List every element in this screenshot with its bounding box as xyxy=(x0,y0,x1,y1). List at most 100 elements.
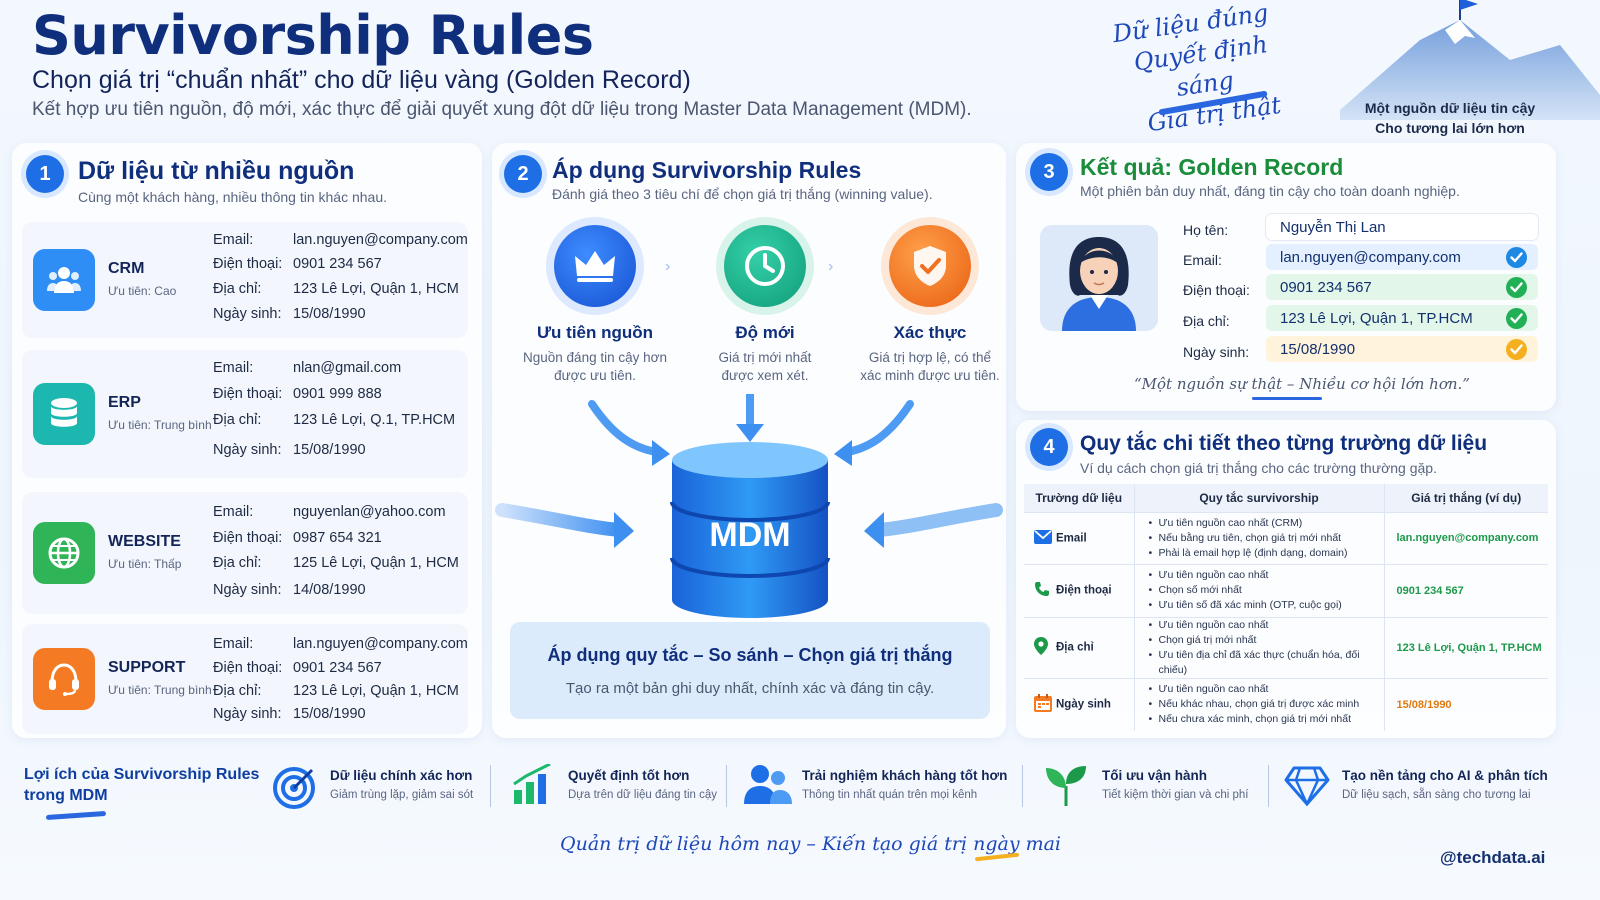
golden-value-text: 15/08/1990 xyxy=(1280,340,1356,358)
field-label: Địa chỉ: xyxy=(213,281,262,297)
field-label: Email: xyxy=(213,504,254,520)
field-value: 15/08/1990 xyxy=(293,442,366,458)
trust-line: Cho tương lai lớn hơn xyxy=(1375,120,1525,136)
page-title: Survivorship Rules xyxy=(32,4,594,67)
rule-text: Ưu tiên nguồn cao nhất (CRM) xyxy=(1149,516,1384,531)
table-cell-field: Email xyxy=(1024,511,1135,564)
table-cell-winner: 123 Lê Lợi, Quận 1, TP.HCM xyxy=(1384,616,1548,678)
handwritten-slogan: Dữ liệu đúng Quyết định sáng Giá trị thậ… xyxy=(1084,0,1309,146)
golden-field-value: lan.nguyen@company.com xyxy=(1266,244,1538,270)
table-cell-rules: Ưu tiên nguồn cao nhấtChọn số mới nhấtƯu… xyxy=(1134,563,1385,617)
source-field-address: Địa chỉ:123 Lê Lợi, Quận 1, HCM xyxy=(213,281,459,297)
source-name: WEBSITE xyxy=(108,533,181,550)
benefit-subtitle: Dữ liệu sạch, sẵn sàng cho tương lai xyxy=(1342,789,1531,801)
table-cell-winner: lan.nguyen@company.com xyxy=(1384,511,1548,564)
field-label: Ngày sinh: xyxy=(213,706,282,722)
section-subtitle: Cùng một khách hàng, nhiều thông tin khá… xyxy=(78,189,387,205)
bar-chart-icon xyxy=(513,764,551,804)
field-label: Email: xyxy=(213,232,254,248)
field-label: Địa chỉ: xyxy=(213,412,262,428)
source-field-phone: Điện thoại:0987 654 321 xyxy=(213,530,382,546)
users-icon xyxy=(33,249,95,311)
golden-field-value: 0901 234 567 xyxy=(1266,274,1538,300)
criterion-title: Xác thực xyxy=(893,323,967,342)
golden-value-text: 123 Lê Lợi, Quận 1, TP.HCM xyxy=(1280,309,1473,327)
benefit-title: Tạo nền tảng cho AI & phân tích xyxy=(1342,768,1548,783)
trust-caption: Một nguồn dữ liệu tin cậy Cho tương lai … xyxy=(1330,98,1570,138)
winner-value: 123 Lê Lợi, Quận 1, TP.HCM xyxy=(1396,641,1542,654)
table-cell-field: Ngày sinh xyxy=(1024,677,1135,731)
table-header: Quy tắc survivorship xyxy=(1134,484,1385,512)
criterion-desc: được xem xét. xyxy=(721,368,809,383)
benefit-subtitle: Thông tin nhất quán trên mọi kênh xyxy=(802,789,978,801)
source-name: CRM xyxy=(108,260,145,277)
field-label: Ngày sinh: xyxy=(213,442,282,458)
field-name: Điện thoại xyxy=(1056,584,1112,597)
golden-field-label: Điện thoại: xyxy=(1183,282,1250,298)
globe-icon xyxy=(33,522,95,584)
rules-list: Ưu tiên nguồn cao nhất (CRM)Nếu bằng ưu … xyxy=(1135,516,1384,561)
location-icon xyxy=(1034,637,1056,658)
criterion-desc: Nguồn đáng tin cậy hơn xyxy=(523,350,667,365)
golden-field-value: 15/08/1990 xyxy=(1266,336,1538,362)
source-field-dob: Ngày sinh: 15/08/1990 xyxy=(213,442,366,458)
table-cell-winner: 15/08/1990 xyxy=(1384,677,1548,731)
source-name: ERP xyxy=(108,394,141,411)
table-cell-rules: Ưu tiên nguồn cao nhấtChọn giá trị mới n… xyxy=(1134,616,1385,678)
section-title: Kết quả: Golden Record xyxy=(1080,154,1344,180)
trust-line: Một nguồn dữ liệu tin cậy xyxy=(1364,100,1536,116)
rules-list: Ưu tiên nguồn cao nhấtChọn số mới nhấtƯu… xyxy=(1135,568,1384,613)
golden-value-text: lan.nguyen@company.com xyxy=(1280,248,1461,266)
benefit-item: Quyết định tốt hơn Dựa trên dữ liệu đáng… xyxy=(512,764,722,812)
benefit-item: Tối ưu vận hành Tiết kiệm thời gian và c… xyxy=(1044,764,1254,812)
benefits-heading-line: Lợi ích của Survivorship Rules xyxy=(24,766,260,783)
golden-field-value: 123 Lê Lợi, Quận 1, TP.HCM xyxy=(1266,305,1538,331)
table-cell-rules: Ưu tiên nguồn cao nhấtNếu khác nhau, chọ… xyxy=(1134,677,1385,731)
section-subtitle: Đánh giá theo 3 tiêu chí để chọn giá trị… xyxy=(552,186,933,202)
field-label: Địa chỉ: xyxy=(213,683,262,699)
field-value: lan.nguyen@company.com xyxy=(293,636,468,652)
field-label: Ngày sinh: xyxy=(213,582,282,598)
golden-field-label: Địa chỉ: xyxy=(1183,313,1230,329)
criterion-desc: Giá trị hợp lệ, có thể xyxy=(868,350,992,365)
rule-text: Chọn số mới nhất xyxy=(1149,583,1384,598)
criterion-recency: Độ mới Giá trị mới nhất được xem xét. xyxy=(690,225,840,385)
golden-value-text: Nguyễn Thị Lan xyxy=(1280,218,1386,236)
rule-text: Chọn giá trị mới nhất xyxy=(1149,633,1384,648)
source-field-address: Địa chỉ:125 Lê Lợi, Quận 1, HCM xyxy=(213,555,459,571)
benefit-item: Trải nghiệm khách hàng tốt hơn Thông tin… xyxy=(744,764,1014,812)
criterion-source-priority: Ưu tiên nguồn Nguồn đáng tin cậy hơn đượ… xyxy=(520,225,670,385)
rule-text: Phải là email hợp lệ (định dạng, domain) xyxy=(1149,546,1384,561)
table-row: Điện thoại Ưu tiên nguồn cao nhấtChọn số… xyxy=(1024,563,1548,617)
crown-icon xyxy=(554,225,636,307)
section-field-rules: 4 Quy tắc chi tiết theo từng trường dữ l… xyxy=(1016,420,1556,738)
golden-quote: “Một nguồn sự thật – Nhiều cơ hội lớn hơ… xyxy=(1134,375,1470,393)
criterion-desc: được ưu tiên. xyxy=(554,368,636,383)
page-subtitle: Chọn giá trị “chuẩn nhất” cho dữ liệu và… xyxy=(32,66,691,94)
source-field-email: Email:lan.nguyen@company.com xyxy=(213,636,468,652)
avatar xyxy=(1040,225,1158,331)
table-row: Email Ưu tiên nguồn cao nhất (CRM)Nếu bằ… xyxy=(1024,511,1548,564)
phone-icon xyxy=(1034,581,1056,600)
field-value: 14/08/1990 xyxy=(293,582,366,598)
source-priority: Ưu tiên: Trung bình xyxy=(108,418,212,432)
rule-text: Ưu tiên nguồn cao nhất xyxy=(1149,618,1384,633)
source-card-erp xyxy=(22,350,468,478)
source-card-support xyxy=(22,624,468,734)
rule-text: Ưu tiên địa chỉ đã xác thực (chuẩn hóa, … xyxy=(1149,648,1384,678)
field-value: 0901 234 567 xyxy=(293,660,382,676)
section-title: Dữ liệu từ nhiều nguồn xyxy=(78,157,355,185)
apply-rules-subtitle: Tạo ra một bản ghi duy nhất, chính xác v… xyxy=(565,680,935,697)
field-name: Email xyxy=(1056,532,1087,545)
field-value: 15/08/1990 xyxy=(293,306,366,322)
table-cell-winner: 0901 234 567 xyxy=(1384,563,1548,617)
target-icon xyxy=(273,767,315,809)
table-cell-rules: Ưu tiên nguồn cao nhất (CRM)Nếu bằng ưu … xyxy=(1134,511,1385,564)
brand-handle[interactable]: @techdata.ai xyxy=(1440,848,1546,867)
field-label: Địa chỉ: xyxy=(213,555,262,571)
rule-text: Nếu khác nhau, chọn giá trị được xác min… xyxy=(1149,697,1384,712)
mountain-flag-illustration xyxy=(1340,0,1600,120)
source-field-address: Địa chỉ:123 Lê Lợi, Quận 1, HCM xyxy=(213,683,459,699)
rule-text: Ưu tiên nguồn cao nhất xyxy=(1149,568,1384,583)
quote-underline xyxy=(1252,397,1322,400)
